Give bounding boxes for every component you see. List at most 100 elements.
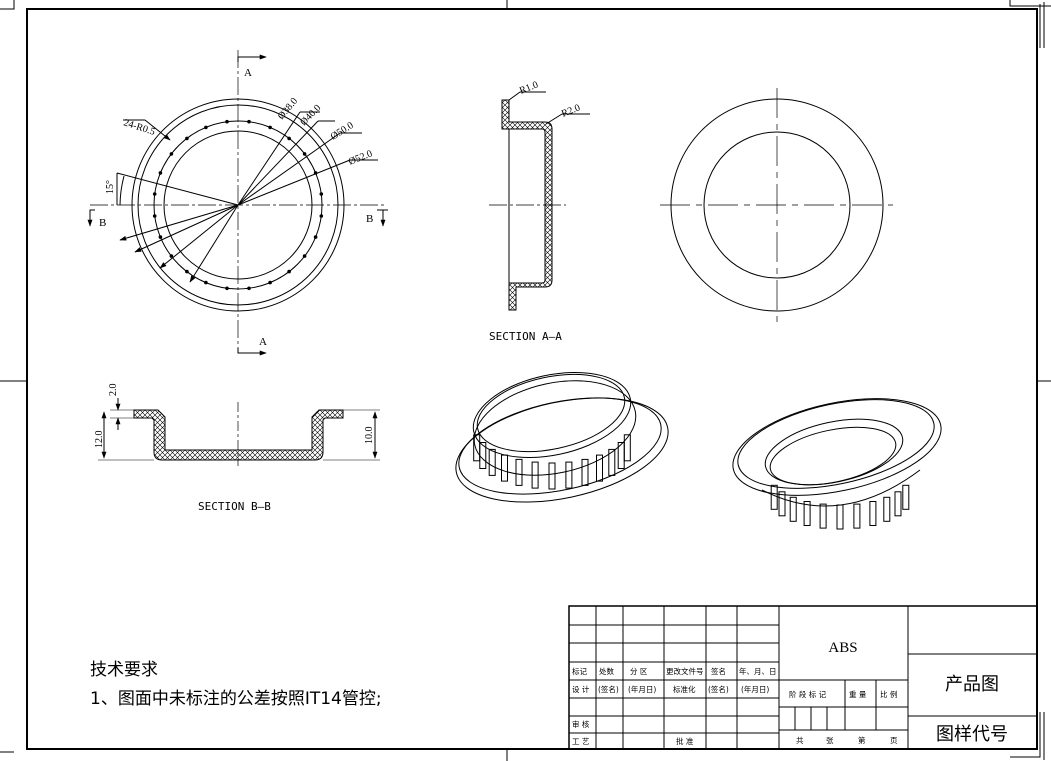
dim-d50-label: Ø50.0	[329, 120, 356, 142]
tb-stage: 阶 段 标 记	[789, 689, 827, 699]
tb-scale: 比 例	[880, 689, 897, 699]
rib-dot	[204, 125, 208, 130]
rib-dot	[185, 269, 189, 274]
tb-sheets: 张	[826, 736, 834, 745]
rib-dot	[169, 152, 174, 156]
rib	[581, 458, 589, 486]
tb-count: 处数	[599, 666, 614, 676]
dim-top-label: 2.0	[108, 384, 119, 397]
rib	[596, 454, 603, 482]
rib	[902, 484, 910, 510]
tb-date: 年、月、日	[739, 666, 777, 676]
rib	[883, 496, 891, 522]
dim-d52-label: Ø52.0	[347, 148, 374, 167]
section-aa-view	[489, 91, 590, 311]
notes-heading: 技术要求	[90, 660, 158, 680]
rib	[473, 434, 481, 462]
tb-standard: 标准化	[673, 684, 696, 694]
section-bb-labels: 2.0 12.0 10.0 SECTION B—B	[94, 384, 375, 514]
tb-no: 第	[858, 735, 866, 745]
rib-dot	[319, 192, 324, 196]
rib	[617, 442, 625, 469]
rib-dot	[225, 119, 229, 124]
rib	[488, 448, 496, 476]
tb-sign: 签名	[711, 666, 726, 676]
rib-dot	[158, 171, 163, 175]
rib-dot	[152, 214, 157, 218]
tb-page: 页	[890, 736, 898, 745]
rib	[515, 458, 523, 486]
section-aa-title: SECTION A—A	[489, 330, 562, 343]
rib	[531, 461, 539, 489]
dim-r1-label: R1.0	[518, 79, 540, 96]
rib	[565, 461, 573, 489]
isometric-view-top	[455, 371, 669, 503]
dim-right-label: 10.0	[364, 427, 375, 445]
rib-dot	[247, 119, 251, 124]
drawing-name: 产品图	[945, 674, 999, 695]
rib-dot	[152, 192, 157, 196]
tb-mark: 标记	[572, 666, 587, 676]
dim-d40-label: Ø40.0	[298, 103, 323, 128]
isometric-view-ring	[732, 398, 942, 530]
notes-item-1: 1、图面中未标注的公差按照IT14管控;	[90, 689, 382, 709]
rib	[819, 503, 827, 529]
rib-dot	[287, 269, 291, 274]
rib-dot	[302, 254, 307, 258]
tb-design: 设 计	[572, 684, 590, 694]
section-bb-title: SECTION B—B	[198, 500, 271, 513]
title-block-text: ABS 产品图 图样代号 标记 处数 分 区 更改文件号 签名 年、月、日 设 …	[572, 640, 1008, 746]
tb-total: 共	[796, 736, 804, 745]
rib-dot	[287, 136, 291, 141]
rib	[770, 484, 778, 510]
tb-zone: 分 区	[630, 667, 648, 676]
rib-dot	[158, 235, 163, 239]
rib	[836, 504, 844, 530]
rib-dot	[268, 125, 272, 130]
section-mark-b-left: B	[99, 217, 106, 229]
tb-date2: (年月日)	[628, 684, 656, 694]
dim-left-label: 12.0	[94, 431, 105, 449]
dim-angle-label: 15°	[105, 180, 116, 194]
rib-dot	[225, 286, 229, 291]
rib	[778, 491, 786, 517]
section-mark-b-right: B	[366, 213, 373, 225]
technical-notes: 技术要求 1、图面中未标注的公差按照IT14管控;	[90, 660, 382, 709]
rib	[501, 454, 508, 482]
rib-dot	[169, 254, 174, 258]
rib-dot	[302, 152, 307, 156]
rib	[853, 503, 861, 529]
tb-approve: 批 准	[676, 736, 694, 746]
material-label: ABS	[828, 640, 857, 656]
tb-sign3: (签名)	[708, 684, 729, 694]
rib-dot	[185, 136, 189, 141]
rib-dot	[319, 214, 324, 218]
rib	[789, 496, 797, 522]
rib-dot	[268, 280, 272, 285]
rib	[869, 501, 877, 526]
tb-review: 审 核	[572, 719, 590, 729]
side-view	[660, 88, 893, 322]
section-bb-view	[98, 398, 380, 466]
tb-process: 工 艺	[572, 737, 589, 746]
rib-dot	[313, 235, 318, 239]
dim-r2-label: R2.0	[560, 102, 582, 119]
section-mark-a-top: A	[244, 67, 252, 79]
rib	[479, 442, 487, 469]
front-view	[87, 50, 388, 356]
rib-dot	[247, 286, 251, 291]
section-mark-a-bottom: A	[259, 336, 267, 348]
tb-doc: 更改文件号	[666, 666, 704, 676]
rib-dots	[152, 119, 324, 291]
isometric-ribs-top	[473, 434, 631, 490]
title-block	[568, 605, 1038, 750]
tb-date3: (年月日)	[741, 684, 769, 694]
drawing-code: 图样代号	[936, 724, 1008, 745]
rib	[608, 448, 616, 476]
rib	[803, 501, 811, 526]
rib-dot	[204, 280, 208, 285]
rib	[894, 491, 902, 517]
isometric-ribs-ring	[770, 484, 910, 530]
